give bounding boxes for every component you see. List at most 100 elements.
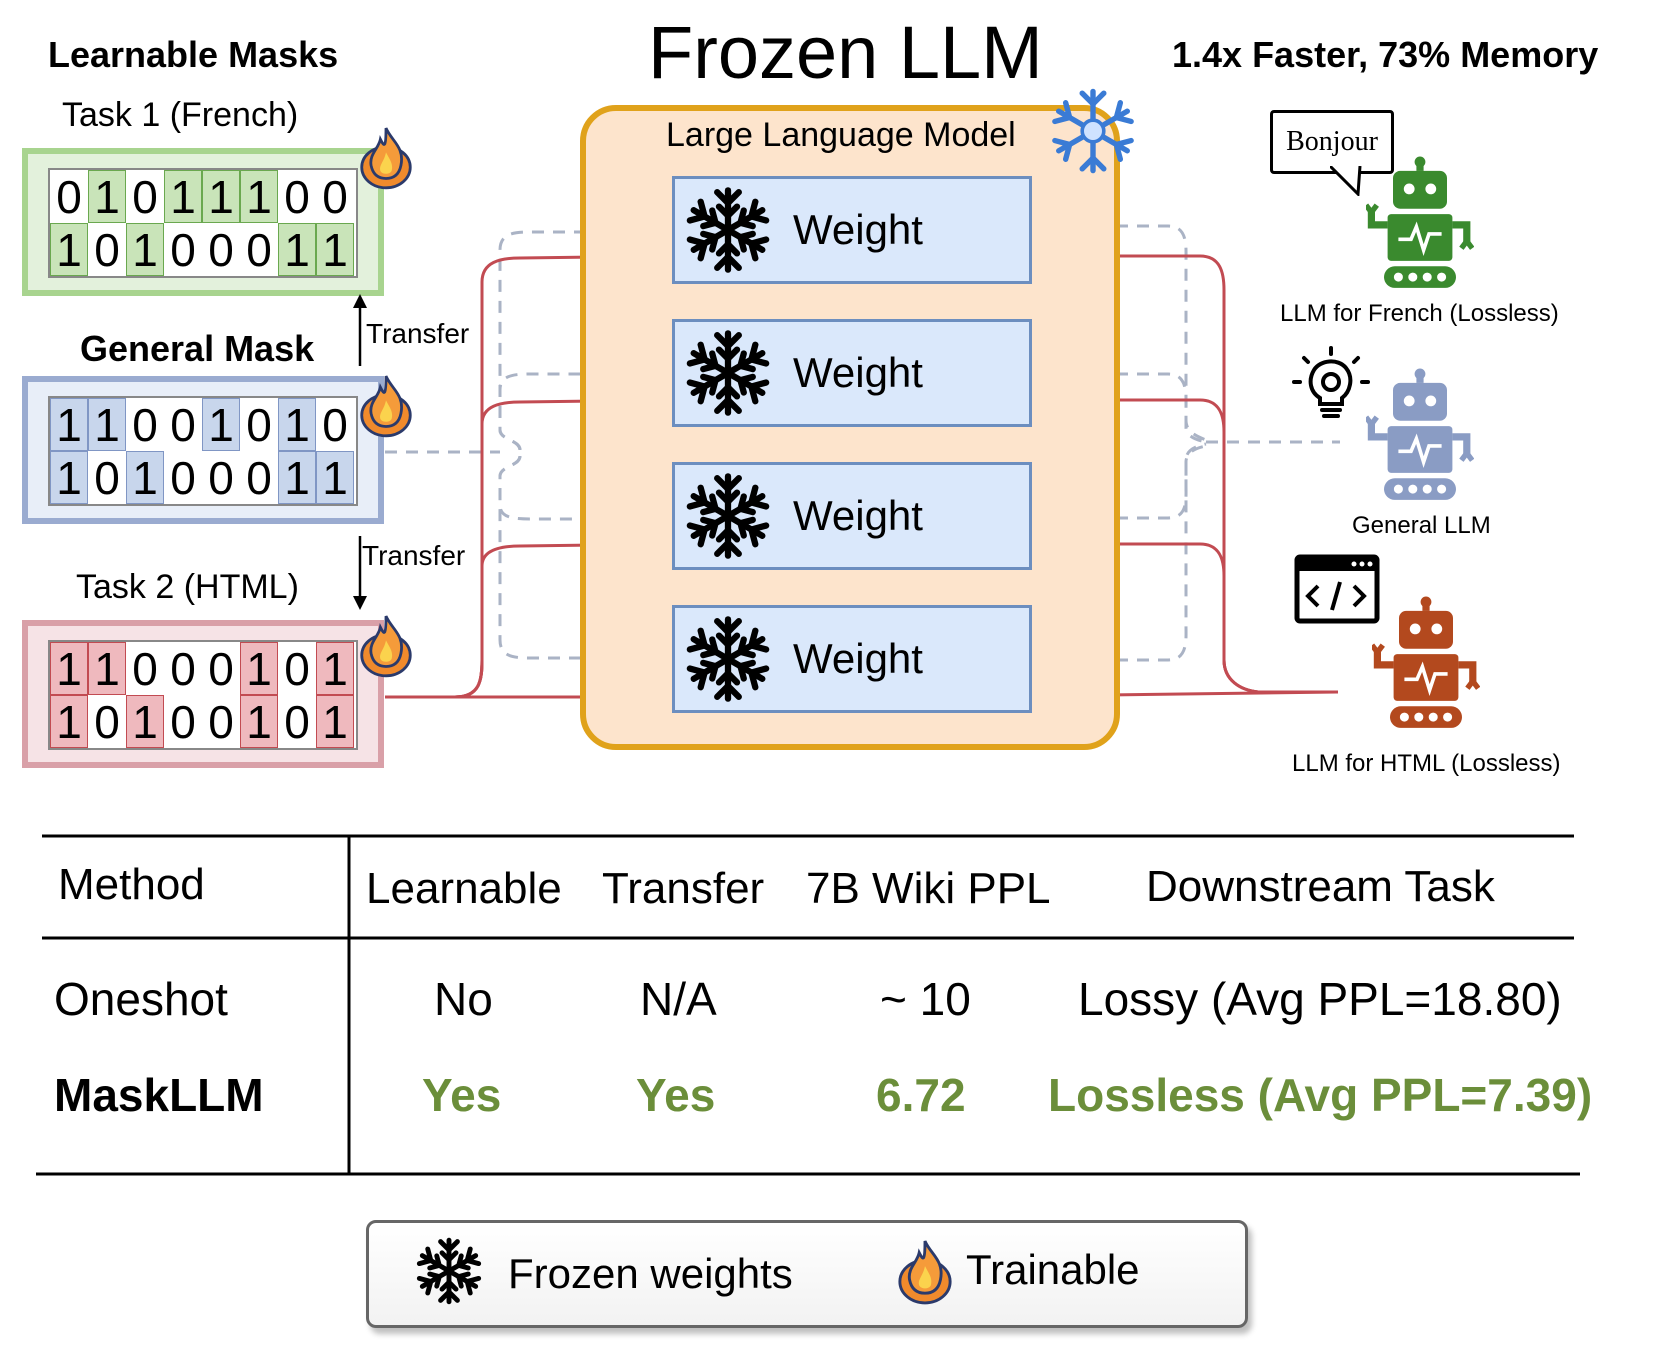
mask-cell: 1 — [316, 642, 354, 695]
task2-out-3 — [1032, 542, 1259, 694]
mask-cell: 1 — [126, 451, 164, 504]
frozen-snowflake-icon — [1048, 88, 1138, 176]
task2-path-3 — [385, 542, 673, 699]
mask-cell: 0 — [170, 223, 196, 276]
row-oneshot-method: Oneshot — [54, 973, 228, 1025]
trainable-flame-icon — [358, 372, 414, 438]
weight-label: Weight — [793, 635, 923, 682]
mask-cell: 0 — [56, 170, 82, 223]
mask-cell: 1 — [126, 223, 164, 276]
mask-cell: 0 — [208, 223, 234, 276]
mask-cell: 0 — [132, 398, 158, 451]
mask-cell: 1 — [202, 170, 240, 223]
general-robot-icon — [1366, 362, 1474, 510]
mask-cell: 0 — [170, 451, 196, 504]
weight-block-3: Weight — [672, 462, 1032, 570]
mask-cell: 1 — [202, 398, 240, 451]
legend-box — [366, 1220, 1248, 1328]
row-maskllm-transfer: Yes — [636, 1069, 716, 1121]
lightbulb-gear-icon — [1292, 346, 1370, 418]
mask-cell: 0 — [246, 451, 272, 504]
mask-cell: 1 — [88, 398, 126, 451]
llm-label: Large Language Model — [666, 116, 1016, 154]
mask-cell: 1 — [126, 695, 164, 748]
row-oneshot-transfer: N/A — [640, 973, 717, 1025]
mask-cell: 1 — [50, 223, 88, 276]
mask-cell: 0 — [284, 170, 310, 223]
row-maskllm-downstream: Lossless (Avg PPL=7.39) — [1048, 1069, 1593, 1121]
mask-cell: 0 — [284, 695, 310, 748]
mask-cell: 0 — [132, 170, 158, 223]
mask-cell: 1 — [50, 398, 88, 451]
header-learnable: Learnable — [366, 864, 562, 913]
snowflake-icon — [683, 185, 773, 275]
code-window-icon — [1294, 554, 1380, 624]
weight-block-2: Weight — [672, 319, 1032, 427]
task2-label: Task 2 (HTML) — [76, 568, 299, 606]
snowflake-icon — [414, 1236, 484, 1306]
mask-cell: 1 — [50, 695, 88, 748]
general-out-1 — [1032, 224, 1207, 442]
weight-label: Weight — [793, 206, 923, 253]
weight-block-1: Weight — [672, 176, 1032, 284]
row-maskllm-ppl: 6.72 — [876, 1069, 966, 1121]
snowflake-icon — [683, 614, 773, 704]
mask-cell: 0 — [132, 642, 158, 695]
mask-cell: 1 — [278, 223, 316, 276]
general-path-4 — [498, 455, 672, 660]
general-llm-caption: General LLM — [1352, 512, 1491, 539]
html-llm-caption: LLM for HTML (Lossless) — [1292, 750, 1561, 777]
row-maskllm-learnable: Yes — [422, 1069, 502, 1121]
mask-cell: 0 — [94, 451, 120, 504]
transfer-down-label: Transfer — [362, 540, 466, 571]
speech-bubble: Bonjour — [1270, 110, 1394, 174]
french-llm-caption: LLM for French (Lossless) — [1280, 300, 1559, 327]
legend-frozen-label: Frozen weights — [508, 1250, 793, 1297]
trainable-flame-icon — [896, 1236, 954, 1306]
html-robot-icon — [1372, 590, 1480, 738]
trainable-flame-icon — [358, 612, 414, 678]
row-maskllm-method: MaskLLM — [54, 1069, 264, 1121]
mask-cell: 1 — [88, 170, 126, 223]
mask-cell: 1 — [50, 642, 88, 695]
mask-cell: 0 — [94, 223, 120, 276]
general-mask-label: General Mask — [80, 328, 315, 369]
french-robot-icon — [1366, 150, 1474, 298]
mask-cell: 0 — [208, 642, 234, 695]
mask-cell: 1 — [316, 451, 354, 504]
header-wiki-ppl: 7B Wiki PPL — [806, 864, 1051, 913]
weight-label: Weight — [793, 492, 923, 539]
learnable-masks-title: Learnable Masks — [48, 34, 339, 75]
row-oneshot-learnable: No — [434, 973, 493, 1025]
task1-label: Task 1 (French) — [62, 96, 299, 134]
row-oneshot-ppl: ~ 10 — [880, 973, 971, 1025]
header-downstream: Downstream Task — [1146, 862, 1495, 911]
header-transfer: Transfer — [602, 864, 765, 913]
snowflake-icon — [683, 471, 773, 561]
transfer-down-arrow — [353, 536, 367, 610]
speech-bubble-tail — [1330, 166, 1362, 196]
mask-cell: 1 — [50, 451, 88, 504]
transfer-up-arrow — [353, 294, 367, 366]
mask-cell: 1 — [240, 170, 278, 223]
mask-cell: 1 — [316, 223, 354, 276]
snowflake-icon — [683, 328, 773, 418]
general-path-2 — [498, 372, 672, 451]
speed-memory-title: 1.4x Faster, 73% Memory — [1172, 34, 1599, 75]
mask-cell: 0 — [170, 398, 196, 451]
transfer-up-label: Transfer — [366, 318, 470, 349]
row-oneshot-downstream: Lossy (Avg PPL=18.80) — [1078, 973, 1562, 1025]
general-out-4 — [1032, 444, 1207, 662]
weight-block-4: Weight — [672, 605, 1032, 713]
mask-cell: 1 — [88, 642, 126, 695]
mask-cell: 0 — [322, 398, 348, 451]
trainable-flame-icon — [358, 124, 414, 190]
general-out-2 — [1032, 372, 1207, 444]
legend-trainable-label: Trainable — [966, 1246, 1140, 1293]
mask-cell: 1 — [278, 451, 316, 504]
